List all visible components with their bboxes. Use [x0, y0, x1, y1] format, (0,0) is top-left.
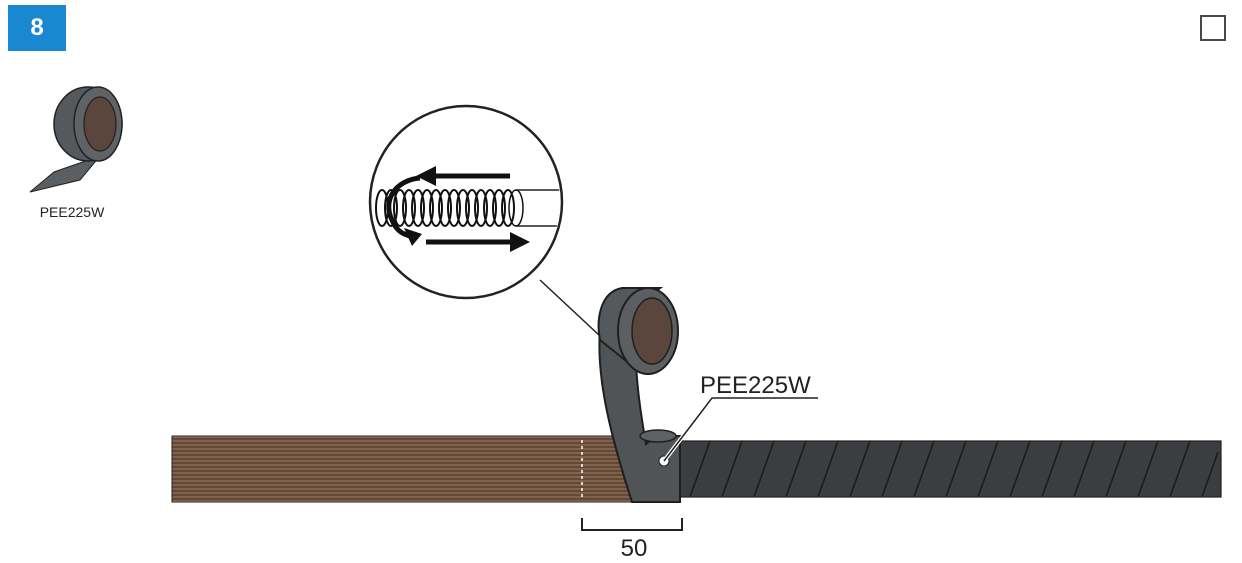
dimension-value: 50	[620, 535, 648, 562]
tape-code-label: PEE225W	[39, 204, 105, 220]
magnifier-connector	[539, 279, 601, 337]
tape-roll-applying	[597, 287, 681, 503]
dimension-bracket	[581, 518, 683, 531]
callout-leader	[662, 396, 818, 463]
detail-magnifier	[368, 104, 564, 300]
step-complete-checkbox[interactable]	[1200, 15, 1226, 41]
tape-callout-label: PEE225W	[700, 372, 811, 399]
cable-copper-section	[171, 435, 663, 503]
wrap-direction-arrows-icon	[386, 166, 530, 252]
spiral-wrap-icon	[375, 189, 524, 227]
step-number-badge: 8	[8, 5, 66, 51]
tape-roll-icon	[29, 86, 123, 193]
cable-wrapped-section	[679, 440, 1222, 498]
